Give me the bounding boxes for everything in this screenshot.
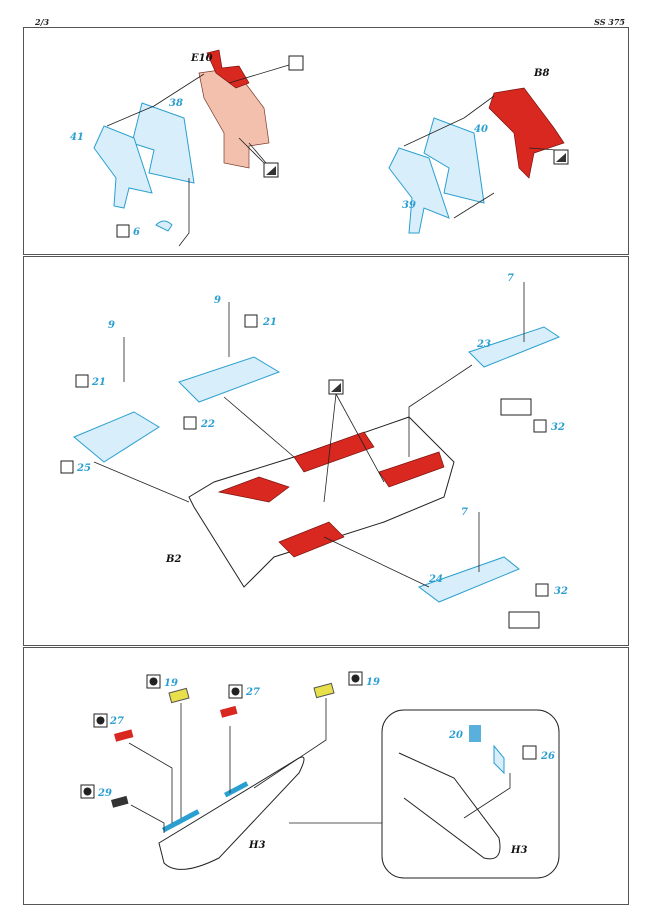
product-code: SS 375: [594, 17, 625, 27]
decal-red: [220, 705, 238, 718]
etch-39: [388, 147, 450, 234]
label-H3-main: H3: [248, 840, 265, 851]
etch-41: [93, 125, 153, 209]
part-block: [500, 398, 532, 416]
etch-23: [468, 326, 561, 368]
label-38: 38: [169, 98, 183, 109]
bend-icon: [183, 416, 197, 430]
detail-inset: 20 26 H3: [381, 709, 560, 879]
etch-group-24: 7 24 32: [323, 507, 568, 629]
label-19a: 19: [164, 678, 178, 689]
sill-H3: H3: [158, 756, 305, 870]
cockpit-tub-B2: B2: [165, 416, 455, 588]
label-21a: 21: [91, 377, 106, 388]
etch-25: [73, 411, 160, 463]
label-27a: 27: [109, 716, 124, 727]
label-24: 24: [428, 574, 443, 585]
etch-26: [493, 744, 505, 775]
decal-callouts: 19 27 27 19 29: [80, 671, 380, 833]
panel-B8-assembly: B8 40 39: [388, 68, 569, 234]
label-32a: 32: [551, 422, 565, 433]
panel-E10-assembly: E10 38 41 6: [70, 49, 304, 247]
etch-group-23: 7 23 32: [408, 273, 565, 457]
paint-area: [217, 476, 290, 503]
etch-22: [178, 356, 281, 403]
etch-24: [417, 556, 520, 603]
label-26: 26: [540, 751, 555, 762]
etch-group-22: 9 21 22: [178, 295, 295, 458]
part-B8: [488, 87, 565, 179]
decal-red: [113, 729, 134, 742]
label-39: 39: [402, 200, 416, 211]
label-20: 20: [448, 730, 463, 741]
label-23: 23: [476, 339, 491, 350]
etch-group-25: 9 21 25: [60, 320, 190, 503]
cockpit-tub-diagram: B2 9 21 25 9 21 22 7 23 32 7 24: [60, 273, 568, 629]
bend-icon: [533, 419, 547, 433]
label-H3-detail: H3: [510, 845, 527, 856]
label-6: 6: [133, 227, 140, 238]
label-19b: 19: [366, 677, 380, 688]
decal-black: [111, 795, 129, 808]
part-E10-top: [206, 49, 250, 89]
etch-20: [469, 725, 481, 742]
label-22: 22: [200, 419, 215, 430]
label-B8: B8: [533, 68, 549, 79]
bend-icon: [116, 224, 130, 238]
label-21b: 21: [262, 317, 277, 328]
bend-icon: [535, 583, 549, 597]
label-32b: 32: [554, 586, 568, 597]
label-25: 25: [76, 463, 91, 474]
decal-yellow: [313, 682, 335, 699]
decal-yellow: [168, 687, 190, 704]
page-number: 2/3: [35, 17, 50, 27]
step-panel-canopy-sill: H3 19 27 27 19 29 20 26 H3: [23, 647, 629, 905]
decal-strip: [162, 809, 200, 833]
part-E10: [198, 67, 270, 169]
bend-icon: [75, 374, 89, 388]
canopy-sill-diagram: H3 19 27 27 19 29 20 26 H3: [80, 671, 560, 879]
step-panel-cockpit-tub: B2 9 21 25 9 21 22 7 23 32 7 24: [23, 256, 629, 646]
label-40: 40: [474, 124, 488, 135]
fold-icon-box: [288, 55, 304, 71]
etch-6: [155, 220, 173, 232]
label-E10: E10: [190, 53, 213, 64]
bend-icon: [60, 460, 74, 474]
label-9b: 9: [214, 295, 221, 306]
label-B2: B2: [165, 554, 181, 565]
label-9a: 9: [108, 320, 115, 331]
part-block: [508, 611, 540, 629]
label-7a: 7: [507, 273, 514, 284]
step-panel-instrument-panels: E10 38 41 6 B8 40 39: [23, 27, 629, 255]
bend-icon: [244, 314, 258, 328]
etch-40: [423, 117, 485, 204]
instrument-panel-diagram: E10 38 41 6 B8 40 39: [70, 49, 569, 247]
label-29: 29: [97, 788, 112, 799]
bend-icon: [522, 745, 537, 760]
label-41: 41: [70, 132, 84, 143]
label-7b: 7: [461, 507, 468, 518]
label-27b: 27: [245, 687, 260, 698]
